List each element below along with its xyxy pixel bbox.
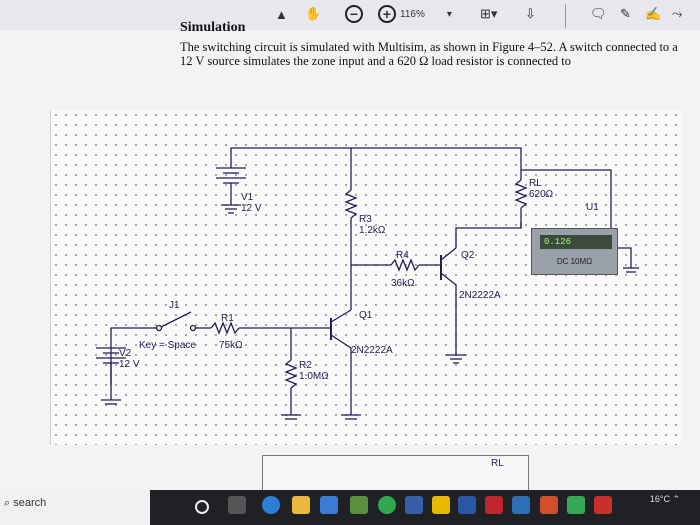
circuit-diagram	[96, 147, 639, 420]
zoom-out-button[interactable]: −	[345, 4, 363, 24]
r4-resistor	[390, 258, 420, 272]
toolbar-divider	[565, 4, 566, 28]
edge-icon[interactable]	[262, 496, 280, 514]
meter-reading: 0.126	[540, 235, 612, 249]
rl-label: RL	[529, 178, 542, 189]
windows-taskbar: ⌕ search 16°C ⌃	[0, 490, 700, 525]
file-explorer-icon[interactable]	[292, 496, 310, 514]
j1-key-label: Key = Space	[139, 340, 196, 351]
meter-mode: DC 10MΩ	[556, 257, 593, 266]
scroll-mode-icon[interactable]: ⇩	[525, 6, 536, 21]
r4-value: 36kΩ	[391, 278, 415, 289]
section-title: Simulation	[180, 20, 246, 35]
q1-label: Q1	[359, 310, 373, 321]
q2-label: Q2	[461, 250, 475, 261]
r1-value: 75kΩ	[219, 340, 243, 351]
section-paragraph: The switching circuit is simulated with …	[180, 40, 678, 68]
v2-label: V2	[119, 348, 132, 359]
chevron-down-icon: ▾	[446, 8, 452, 20]
r2-label: R2	[299, 360, 312, 371]
v1-label: V1	[241, 192, 254, 203]
zoom-value: 116%	[400, 8, 425, 20]
document-page: Simulation The switching circuit is simu…	[0, 20, 700, 497]
app-icon-5[interactable]	[512, 496, 530, 514]
r3-label: R3	[359, 214, 372, 225]
v1-value: 12 V	[241, 203, 262, 214]
app-icon-3[interactable]	[432, 496, 450, 514]
r2-resistor	[284, 359, 298, 389]
j1-label: J1	[169, 300, 180, 311]
r4-label: R4	[396, 250, 409, 261]
app-icon-7[interactable]	[567, 496, 585, 514]
chrome-icon[interactable]	[378, 496, 396, 514]
multimeter-u1[interactable]: 0.126 DC 10MΩ	[531, 228, 618, 275]
v2-value: 12 V	[119, 359, 140, 370]
app-icon-6[interactable]	[540, 496, 558, 514]
app-icon-4[interactable]	[485, 496, 503, 514]
comment-icon[interactable]: 🗨	[590, 6, 607, 21]
v1-battery-symbol	[216, 155, 246, 214]
v2-battery-symbol	[96, 347, 126, 405]
r3-resistor	[344, 189, 358, 219]
next-rl-label: RL	[491, 458, 504, 469]
cortana-icon[interactable]	[195, 500, 209, 514]
pdf-toolbar: ▲ ✋ − + 116% ▾ ⊞▾ ⇩ 🗨 ✎ ✍ ⤳	[0, 0, 700, 31]
u1-label: U1	[586, 202, 599, 213]
j1-switch-blade	[160, 311, 192, 328]
zoom-in-button[interactable]: +	[378, 4, 396, 24]
acrobat-icon[interactable]	[594, 496, 612, 514]
r3-value: 1.2kΩ	[359, 225, 386, 236]
zoom-select[interactable]: 116% ▾	[400, 4, 452, 24]
system-tray: 16°C ⌃	[650, 494, 680, 505]
top-rail-wire	[230, 147, 522, 158]
word-icon[interactable]	[458, 496, 476, 514]
rl-value: 620Ω	[529, 189, 554, 200]
hand-tool-icon[interactable]: ✋	[305, 6, 322, 21]
arrow-up-icon[interactable]: ▲	[275, 6, 288, 22]
app-icon[interactable]	[350, 496, 368, 514]
weather-temperature: 16°C	[649, 494, 670, 504]
share-icon[interactable]: ⤳	[672, 6, 683, 21]
q1-model: 2N2222A	[351, 345, 393, 356]
chevron-up-icon[interactable]: ⌃	[672, 494, 680, 504]
q2-model: 2N2222A	[459, 290, 501, 301]
multisim-schematic: V1 12 V R3 1.2kΩ R4 36kΩ Q2 2N2222A RL 6…	[50, 110, 681, 445]
r2-value: 1.0MΩ	[299, 371, 329, 382]
r1-label: R1	[221, 313, 234, 324]
pen-icon[interactable]: ✎	[620, 6, 631, 21]
search-icon: ⌕	[4, 497, 11, 509]
r1-resistor	[210, 321, 240, 335]
store-icon[interactable]	[320, 496, 338, 514]
taskbar-search[interactable]: ⌕ search	[0, 490, 150, 525]
rl-resistor	[514, 179, 528, 209]
search-label: search	[13, 497, 47, 509]
app-icon-2[interactable]	[405, 496, 423, 514]
page-fit-icon[interactable]: ⊞▾	[480, 6, 498, 21]
task-view-icon[interactable]	[228, 496, 246, 514]
sign-icon[interactable]: ✍	[645, 6, 662, 21]
